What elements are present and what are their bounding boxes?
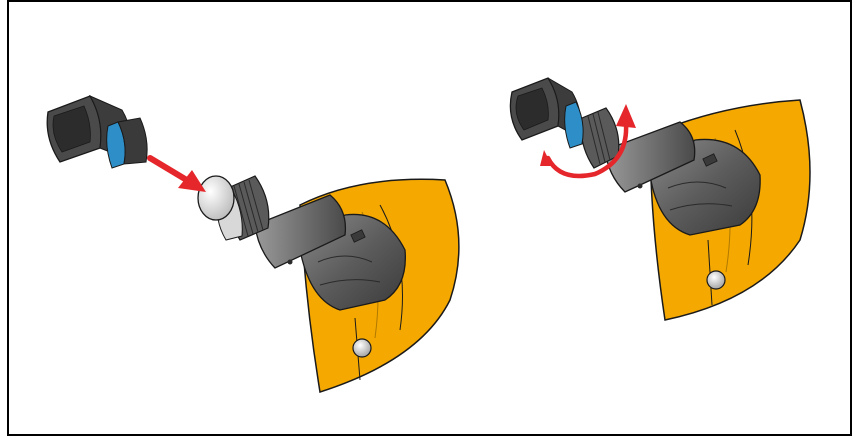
insert-arrow-icon — [150, 158, 206, 192]
adapter-right — [510, 78, 583, 148]
blue-seal-ring-right — [565, 102, 583, 148]
dust-cap-dome-left — [198, 176, 234, 220]
housing-button-left — [353, 339, 371, 357]
left-panel-attach — [47, 96, 459, 392]
adapter-left — [47, 96, 147, 168]
housing-button-right — [707, 271, 725, 289]
right-panel-tighten — [510, 78, 810, 320]
